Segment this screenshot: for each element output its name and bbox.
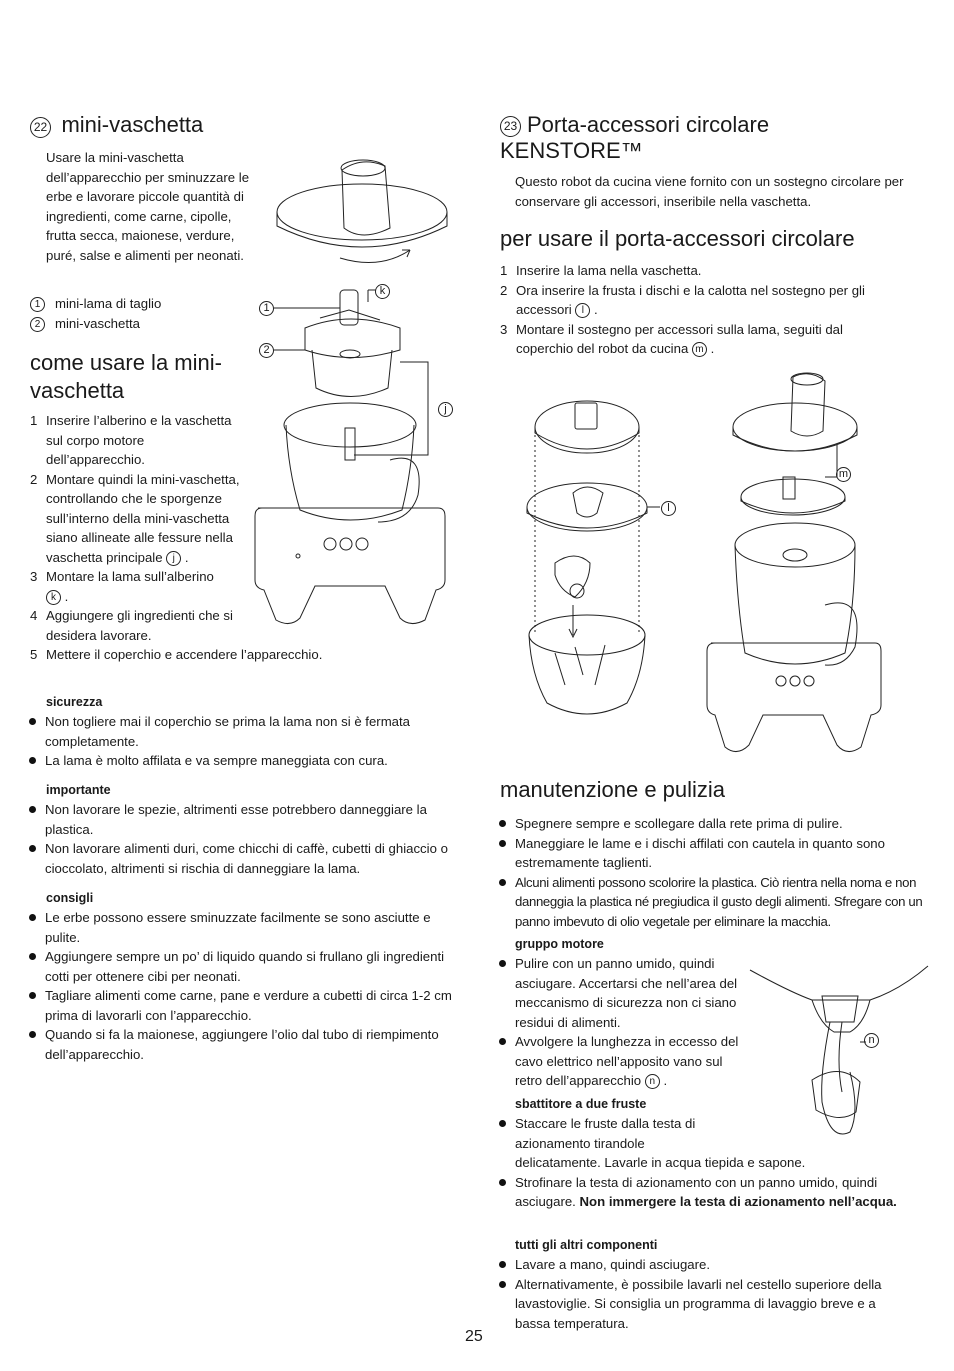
maintenance-list: Spegnere sempre e scollegare dalla rete … xyxy=(499,814,924,932)
motor-section: gruppo motore Pulire con un panno umido,… xyxy=(499,935,745,1091)
label-n: n xyxy=(864,1033,879,1048)
list-item: Avvolgere la lunghezza in eccesso del ca… xyxy=(499,1032,745,1091)
maintenance-heading: manutenzione e pulizia xyxy=(500,777,726,802)
other-parts-section: tutti gli altri componenti Lavare a mano… xyxy=(499,1236,910,1334)
list-item: Alcuni alimenti possono scolorire la pla… xyxy=(499,873,924,932)
list-item: Le erbe possono essere sminuzzate facilm… xyxy=(29,908,458,947)
section-number-badge: 22 xyxy=(30,117,51,139)
list-item: La lama è molto affilata e va sempre man… xyxy=(29,751,458,771)
list-item: Non lavorare le spezie, altrimenti esse … xyxy=(29,800,458,839)
mini-bowl-illustration xyxy=(254,159,448,624)
tips-section: consigli Le erbe possono essere sminuzza… xyxy=(29,889,458,1064)
list-item: Lavare a mano, quindi asciugare. xyxy=(499,1255,910,1275)
safety-title: sicurezza xyxy=(46,695,103,709)
label-2: 2 xyxy=(259,343,274,358)
cord-storage-illustration xyxy=(749,965,929,1135)
label-j: j xyxy=(438,402,453,417)
safety-list: Non togliere mai il coperchio se prima l… xyxy=(29,712,458,771)
list-item: Non lavorare alimenti duri, come chicchi… xyxy=(29,839,458,878)
list-item: Quando si fa la maionese, aggiungere l’o… xyxy=(29,1025,458,1064)
page-number: 25 xyxy=(465,1328,483,1345)
howto-heading: come usare la mini- vaschetta xyxy=(30,350,222,403)
section-22-heading: 22 mini-vaschetta xyxy=(30,112,204,139)
list-item: Strofinare la testa di azionamento con u… xyxy=(499,1173,920,1212)
tips-list: Le erbe possono essere sminuzzate facilm… xyxy=(29,908,458,1064)
label-m: m xyxy=(836,467,851,482)
important-title: importante xyxy=(46,783,111,797)
other-parts-title: tutti gli altri componenti xyxy=(515,1238,658,1252)
whisk-title: sbattitore a due fruste xyxy=(515,1097,647,1111)
label-l: l xyxy=(661,501,676,516)
section-23-intro: Questo robot da cucina viene fornito con… xyxy=(515,174,904,209)
list-item: Alternativamente, è possibile lavarli ne… xyxy=(499,1275,910,1334)
whisk-section: sbattitore a due fruste Staccare le frus… xyxy=(499,1095,920,1212)
motor-title: gruppo motore xyxy=(515,937,604,951)
important-list: Non lavorare le spezie, altrimenti esse … xyxy=(29,800,458,878)
whisk-list: Staccare le fruste dalla testa di aziona… xyxy=(499,1114,920,1212)
list-item: Maneggiare le lame e i dischi affilati c… xyxy=(499,834,924,873)
list-item: Spegnere sempre e scollegare dalla rete … xyxy=(499,814,924,834)
list-item: Non togliere mai il coperchio se prima l… xyxy=(29,712,458,751)
important-section: importante Non lavorare le spezie, altri… xyxy=(29,781,458,878)
list-item: Aggiungere sempre un po’ di liquido quan… xyxy=(29,947,458,986)
other-parts-list: Lavare a mano, quindi asciugare. Alterna… xyxy=(499,1255,910,1334)
list-item: Tagliare alimenti come carne, pane e ver… xyxy=(29,986,458,1025)
list-item: Pulire con un panno umido, quindi asciug… xyxy=(499,954,745,1032)
section-number-badge: 23 xyxy=(500,115,521,137)
use-heading: per usare il porta-accessori circolare xyxy=(500,226,855,251)
tips-title: consigli xyxy=(46,891,94,905)
list-item: Staccare le fruste dalla testa di aziona… xyxy=(499,1114,920,1173)
label-k: k xyxy=(375,284,390,299)
section-title: mini-vaschetta xyxy=(61,112,204,137)
intro-paragraph: Usare la mini-vaschetta dell’apparecchio… xyxy=(46,150,250,263)
kenstore-illustration xyxy=(526,372,882,752)
label-1: 1 xyxy=(259,301,274,316)
safety-section: sicurezza Non togliere mai il coperchio … xyxy=(29,693,458,771)
motor-list: Pulire con un panno umido, quindi asciug… xyxy=(499,954,745,1091)
